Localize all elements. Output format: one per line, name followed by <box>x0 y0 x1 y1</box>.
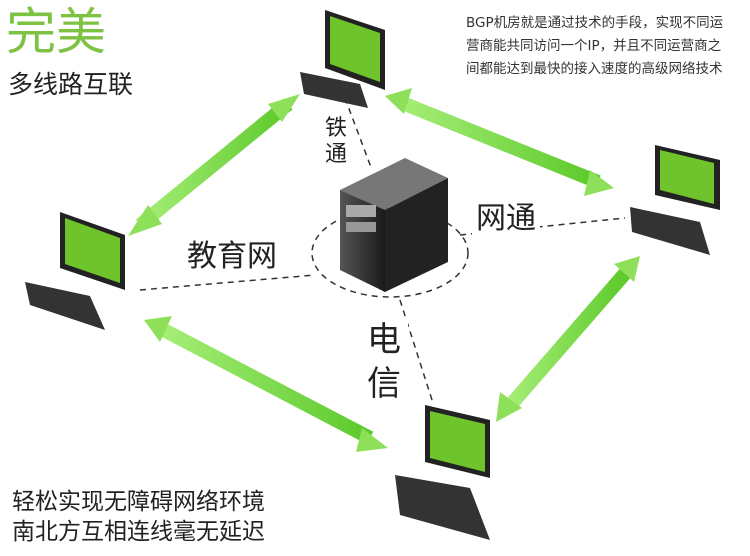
arrow-bottom-left <box>144 316 388 452</box>
computer-right-icon <box>630 145 720 255</box>
label-telecom: 电信 <box>360 318 408 406</box>
footer-line-1: 轻松实现无障碍网络环境 <box>12 489 265 515</box>
label-education-network: 教育网 <box>183 231 281 275</box>
footer-line-2: 南北方互相连线毫无延迟 <box>12 519 265 545</box>
server-icon <box>340 158 448 292</box>
computer-bottom-icon <box>395 405 490 540</box>
computer-top-icon <box>300 10 385 108</box>
page-subtitle: 多线路互联 <box>8 70 134 99</box>
computer-left-icon <box>25 212 125 330</box>
arrow-top-left <box>128 94 300 236</box>
page-title: 完美 <box>6 3 106 61</box>
description: BGP机房就是通过技术的手段，实现不同运 营商能共同访问一个IP，并且不同运营商… <box>466 12 723 81</box>
description-line: 营商能共同访问一个IP，并且不同运营商之 <box>466 38 722 54</box>
arrow-top-right <box>385 88 614 196</box>
label-netcom: 网通 <box>472 193 540 237</box>
description-line: 间都能达到最快的接入速度的高级网络技术 <box>466 61 723 77</box>
label-railcom: 铁通 <box>320 116 352 168</box>
arrow-bottom-right <box>496 256 640 422</box>
description-line: BGP机房就是通过技术的手段，实现不同运 <box>466 15 724 31</box>
